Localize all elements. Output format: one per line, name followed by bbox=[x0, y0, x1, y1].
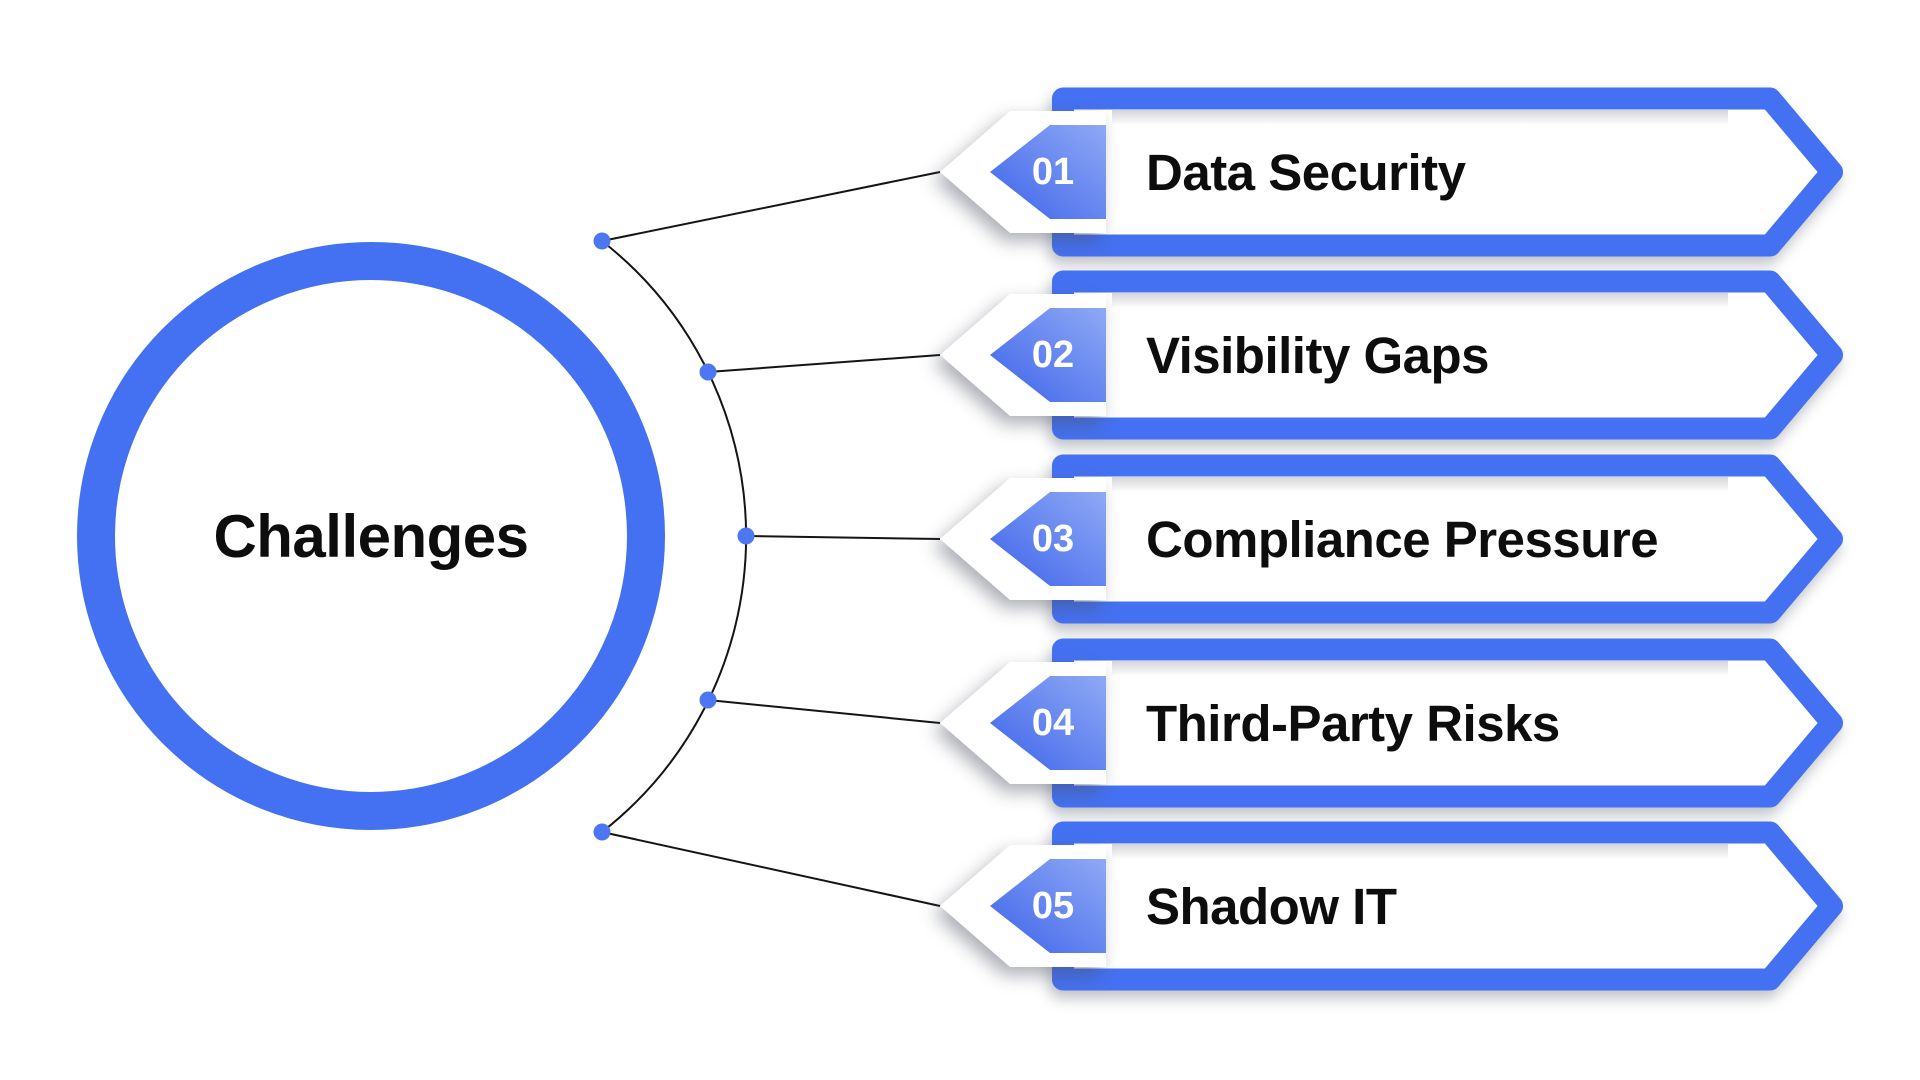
number-badge-arrow bbox=[990, 308, 1106, 402]
item-row-04: 04 Third-Party Risks bbox=[900, 628, 1880, 818]
number-badge-arrow bbox=[990, 676, 1106, 770]
item-number: 02 bbox=[1031, 333, 1075, 376]
item-arrow-graphic bbox=[940, 638, 1843, 808]
number-badge-arrow bbox=[990, 859, 1106, 953]
connector-dot-2 bbox=[699, 363, 717, 381]
item-arrow-graphic bbox=[940, 454, 1843, 624]
item-label: Data Security bbox=[1146, 143, 1466, 201]
connector-line-3 bbox=[745, 535, 941, 540]
connector-line-2 bbox=[707, 354, 941, 373]
connector-line-1 bbox=[601, 171, 941, 242]
item-number: 03 bbox=[1031, 517, 1075, 560]
item-row-02: 02 Visibility Gaps bbox=[900, 260, 1880, 450]
item-number: 04 bbox=[1031, 701, 1075, 744]
item-row-03: 03 Compliance Pressure bbox=[900, 444, 1880, 634]
arrow-inner-shade bbox=[1112, 293, 1728, 308]
connector-dot-4 bbox=[699, 691, 717, 709]
item-number: 01 bbox=[1031, 150, 1075, 193]
hub-circle bbox=[77, 242, 665, 830]
item-number: 05 bbox=[1031, 884, 1075, 927]
connector-line-4 bbox=[707, 699, 941, 724]
item-arrow-graphic bbox=[940, 87, 1843, 257]
connector-line-5 bbox=[601, 831, 941, 907]
connector-dot-5 bbox=[593, 823, 611, 841]
item-arrow-graphic bbox=[940, 270, 1843, 440]
item-row-05: 05 Shadow IT bbox=[900, 811, 1880, 1001]
item-row-01: 01 Data Security bbox=[900, 77, 1880, 267]
arrow-inner-shade bbox=[1112, 477, 1728, 492]
number-badge-arrow bbox=[990, 492, 1106, 586]
item-label: Shadow IT bbox=[1146, 877, 1397, 935]
item-arrow-graphic bbox=[940, 821, 1843, 991]
arrow-inner-shade bbox=[1112, 661, 1728, 676]
arrow-inner-shade bbox=[1112, 110, 1728, 125]
connector-dot-1 bbox=[593, 232, 611, 250]
connector-dot-3 bbox=[737, 527, 755, 545]
number-badge-arrow bbox=[990, 125, 1106, 219]
item-label: Visibility Gaps bbox=[1146, 326, 1490, 384]
item-label: Compliance Pressure bbox=[1146, 510, 1659, 568]
hub-title: Challenges bbox=[213, 502, 529, 570]
arrow-inner-shade bbox=[1112, 844, 1728, 859]
item-label: Third-Party Risks bbox=[1146, 694, 1560, 752]
